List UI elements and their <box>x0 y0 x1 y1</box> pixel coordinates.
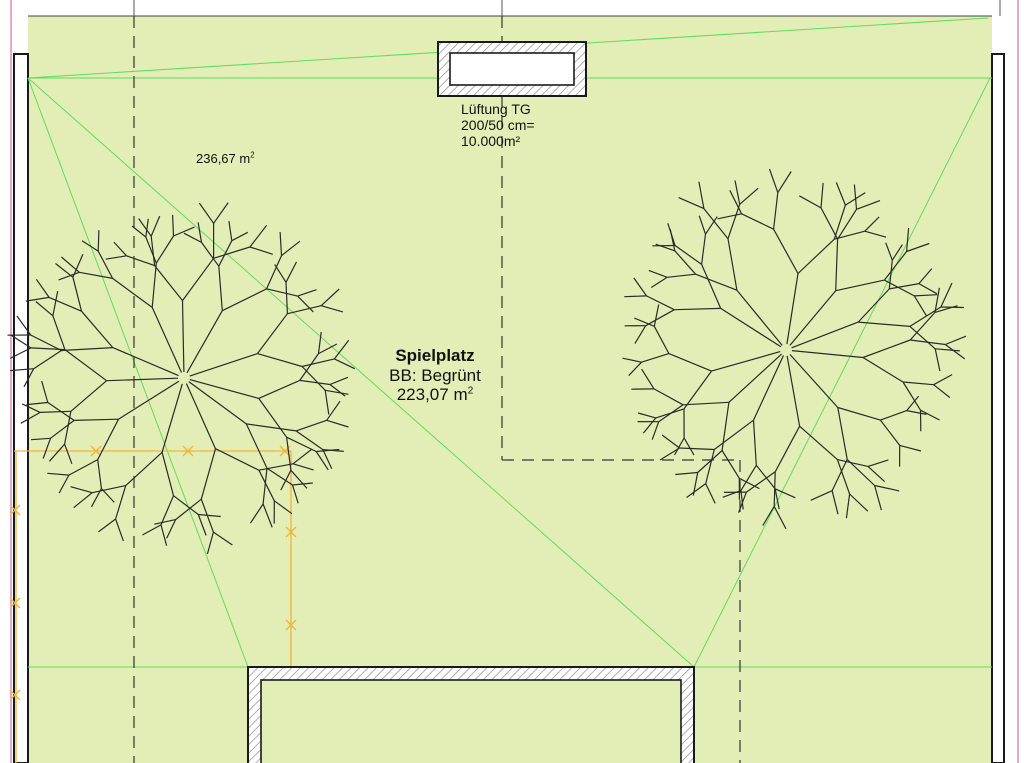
area-label-left: 236,67 m2 <box>196 150 255 166</box>
ventilation-note: Lüftung TG 200/50 cm= 10.000m² <box>461 101 535 149</box>
tree-symbol-left <box>7 202 356 555</box>
playground-name: Spielplatz <box>395 346 475 365</box>
playground-type: BB: Begrünt <box>389 365 481 385</box>
vent-note-line1: Lüftung TG <box>461 101 531 117</box>
vent-note-line2: 200/50 cm= <box>461 117 535 134</box>
vent-note-line3: 10.000m² <box>461 133 521 150</box>
wall-right <box>991 53 1005 763</box>
playground-label: Spielplatz BB: Begrünt 223,07 m2 <box>370 346 500 405</box>
fence-line <box>14 450 292 763</box>
building-block <box>247 666 695 763</box>
wall-left <box>13 53 29 763</box>
playground-area: 223,07 m2 <box>396 385 474 405</box>
ventilation-shaft <box>437 41 587 97</box>
tree-symbol-right <box>622 168 967 530</box>
